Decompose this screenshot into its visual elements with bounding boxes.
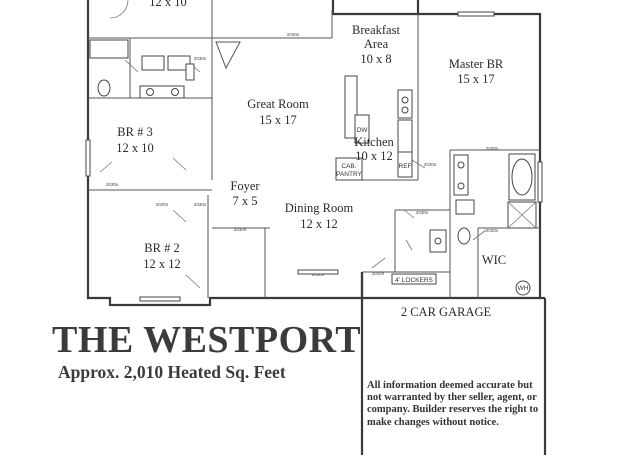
pantry-label: PANTRY [336,171,362,178]
br3-name: BR # 3 [117,125,152,139]
foyer-dims: 7 x 5 [233,194,258,208]
dining-room-dims: 12 x 12 [300,217,338,231]
door-dim-label: 2030s [416,210,429,215]
door-dim-label: 2030s [486,146,499,151]
door-dim-label: 2030s [106,182,119,187]
water-heater-label: WH [518,285,529,292]
door-dim-label: 2030s [372,271,385,276]
heated-sq-feet: Approx. 2,010 Heated Sq. Feet [58,362,286,382]
top-bedroom-dims: 12 x 10 [149,0,187,9]
room-labels: 12 x 10 Breakfast Area 10 x 8 Master BR … [116,0,506,319]
fixture-labels: CAB. PANTRY REF DW 4' LOCKERS WH [336,127,529,292]
door-dim-label: 2030s [156,202,169,207]
door-dim-label: 2030s [234,227,247,232]
door-dim-label: 2030s [424,162,437,167]
master-br-name: Master BR [449,57,504,71]
breakfast-dims: 10 x 8 [360,52,391,66]
window-marks [85,11,543,302]
br2-name: BR # 2 [144,241,179,255]
interior-walls [88,0,540,298]
wic-name: WIC [482,253,506,267]
door-dim-label: 2030s [287,32,300,37]
door-dim-label: 2030s [194,202,207,207]
foyer-name: Foyer [230,179,260,193]
br2-dims: 12 x 12 [143,257,181,271]
cabinet-label: CAB. [341,163,356,170]
dining-room-name: Dining Room [285,201,354,215]
door-dim-label: 2030s [194,56,207,61]
br3-dims: 12 x 10 [116,141,154,155]
disclaimer-text: All information deemed accurate but not … [367,380,539,428]
refrigerator-label: REF [399,163,412,170]
lockers-label: 4' LOCKERS [395,277,433,284]
garage-name: 2 CAR GARAGE [401,305,492,319]
fixtures [89,39,537,296]
breakfast-name-line2: Area [364,37,389,51]
master-br-dims: 15 x 17 [457,72,495,86]
great-room-name: Great Room [247,97,309,111]
dishwasher-label: DW [357,127,369,134]
door-swings [99,0,487,289]
plan-title: THE WESTPORT [52,319,362,361]
door-dim-label: 2030s [486,228,499,233]
breakfast-name: Breakfast [352,23,400,37]
kitchen-name: Kitchen [354,135,394,149]
great-room-dims: 15 x 17 [259,113,297,127]
kitchen-dims: 10 x 12 [355,149,393,163]
